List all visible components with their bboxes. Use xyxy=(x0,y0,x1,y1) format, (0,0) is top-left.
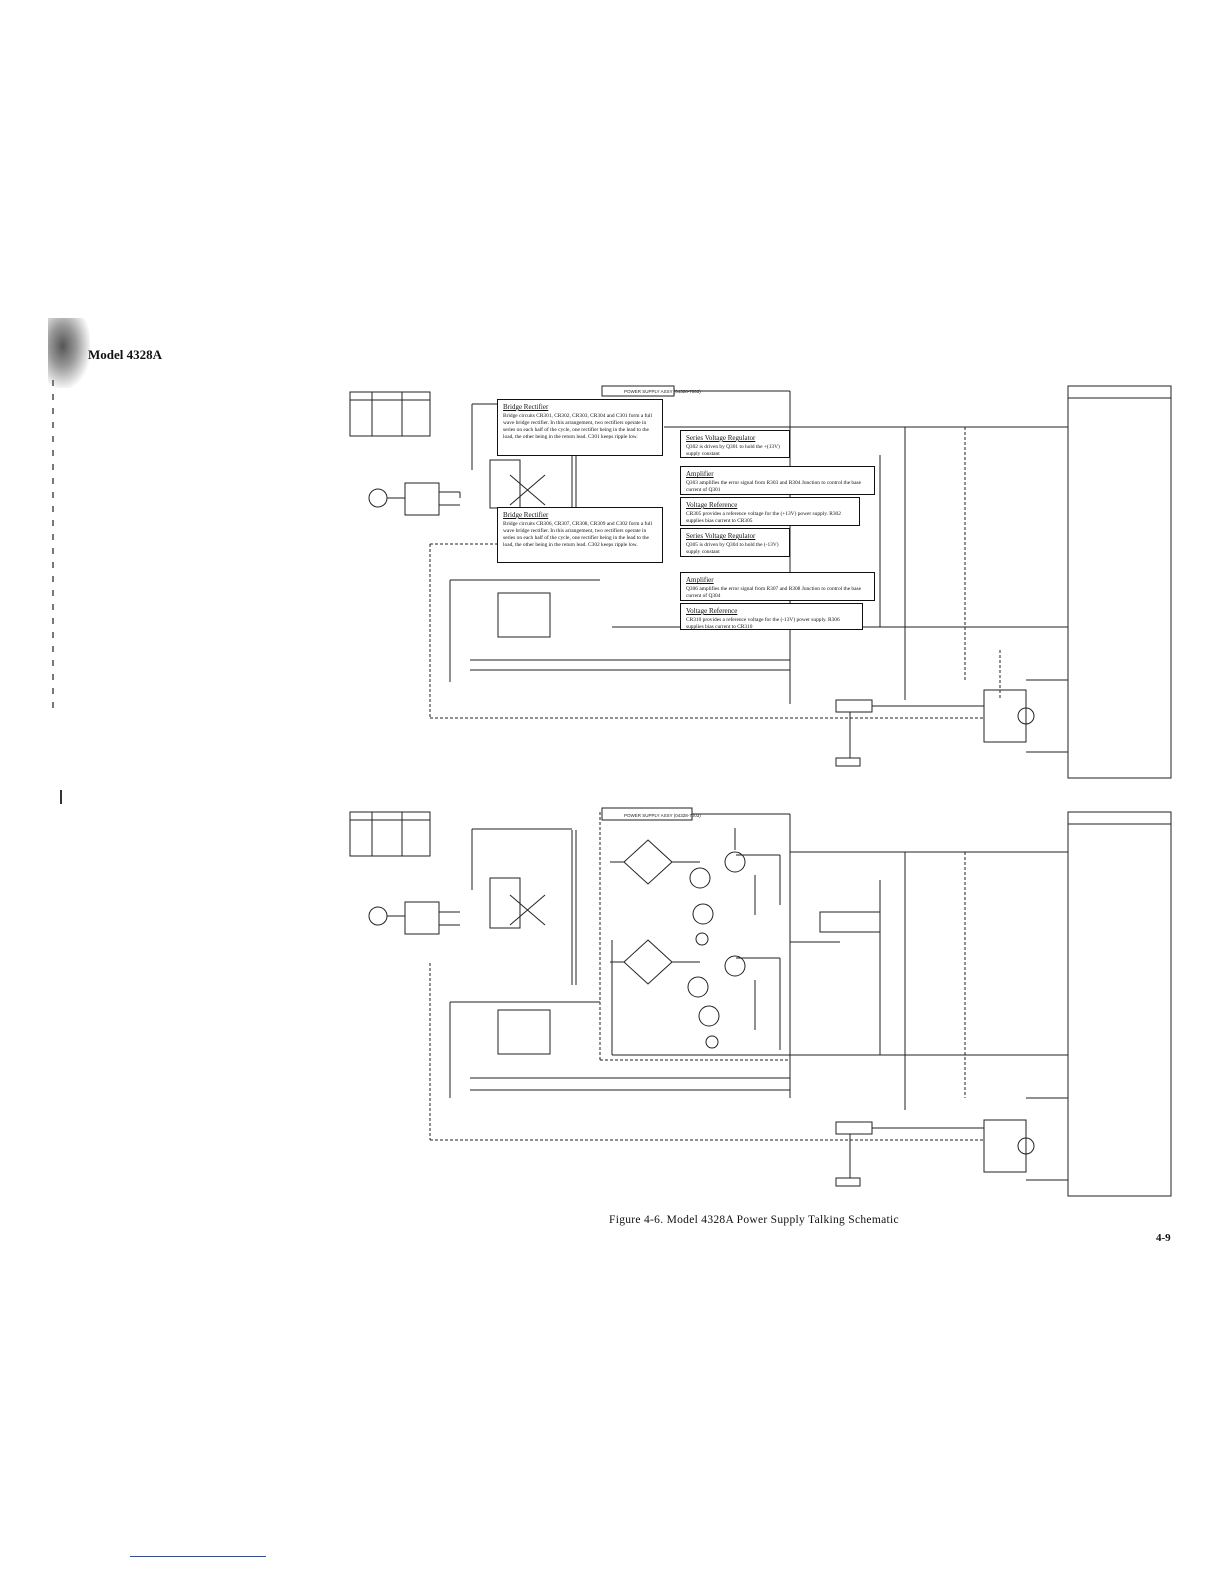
scan-edge-line xyxy=(52,380,54,710)
text-block-amplifier-2: Amplifier Q306 amplifies the error signa… xyxy=(680,572,875,601)
text-block-heading: Series Voltage Regulator xyxy=(686,434,756,442)
text-block-body: Bridge circuits CR301, CR302, CR303, CR3… xyxy=(503,413,652,440)
bottom-schematic-lines xyxy=(349,807,1172,1197)
text-block-body: Q306 amplifies the error signal from R30… xyxy=(686,586,862,599)
text-block-heading: Voltage Reference xyxy=(686,607,738,615)
text-block-body: Bridge circuits CR306, CR307, CR308, CR3… xyxy=(503,521,652,548)
text-block-body: CR310 provides a reference voltage for t… xyxy=(686,617,840,630)
bottom-schematic-dashed xyxy=(429,812,985,1141)
text-block-heading: Bridge Rectifier xyxy=(503,511,549,519)
text-block-heading: Voltage Reference xyxy=(686,501,738,509)
top-schematic-dashed xyxy=(429,427,1001,719)
text-block-heading: Bridge Rectifier xyxy=(503,403,549,411)
text-block-body: Q305 is driven by Q304 to hold the (-13V… xyxy=(686,542,779,555)
text-block-heading: Amplifier xyxy=(686,470,714,478)
text-block-body: Q302 is driven by Q301 to hold the +(13V… xyxy=(686,444,780,457)
page-number: 4-9 xyxy=(1156,1232,1171,1244)
footer-rule xyxy=(130,1556,266,1557)
text-block-bridge-rectifier-2: Bridge Rectifier Bridge circuits CR306, … xyxy=(497,507,663,563)
top-power-supply-label: POWER SUPPLY ASSY (04328-7003) xyxy=(624,389,701,394)
running-head: Model 4328A xyxy=(88,347,163,362)
text-block-series-regulator-2: Series Voltage Regulator Q305 is driven … xyxy=(680,528,790,557)
scan-edge-mark xyxy=(60,790,62,804)
text-block-body: CR305 provides a reference voltage for t… xyxy=(686,511,841,524)
scan-edge-smudge xyxy=(48,318,90,388)
text-block-heading: Amplifier xyxy=(686,576,714,584)
text-block-amplifier-1: Amplifier Q303 amplifies the error signa… xyxy=(680,466,875,495)
text-block-series-regulator-1: Series Voltage Regulator Q302 is driven … xyxy=(680,430,790,458)
text-block-voltage-reference-2: Voltage Reference CR310 provides a refer… xyxy=(680,603,863,630)
text-block-heading: Series Voltage Regulator xyxy=(686,532,756,540)
text-block-bridge-rectifier-1: Bridge Rectifier Bridge circuits CR301, … xyxy=(497,399,663,456)
text-block-voltage-reference-1: Voltage Reference CR305 provides a refer… xyxy=(680,497,860,526)
top-schematic-lines xyxy=(349,385,1172,779)
figure-caption: Figure 4-6. Model 4328A Power Supply Tal… xyxy=(609,1214,899,1226)
bottom-power-supply-label: POWER SUPPLY ASSY (04328-7003) xyxy=(624,813,701,818)
text-block-body: Q303 amplifies the error signal from R30… xyxy=(686,480,862,493)
